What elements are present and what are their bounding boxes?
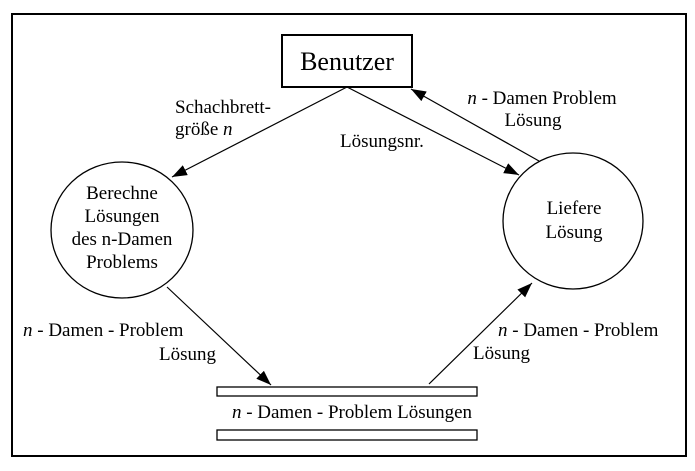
flow-read-solution-label-line1: n - Damen - Problem — [498, 320, 659, 341]
flow-board-size-label-line2: größe n — [175, 119, 233, 140]
process-deliver-label-line1: Liefere — [547, 198, 602, 219]
process-compute-label-line1: Berechne — [86, 183, 158, 204]
datastore-bottom-bar — [216, 429, 478, 441]
datastore-solutions: n - Damen - Problem Lösungen — [216, 386, 478, 441]
flow-write-solutions-label-rest: - Damen - Problem — [33, 320, 184, 341]
process-compute-label-line3: des n-Damen — [72, 229, 173, 250]
flow-solution-to-user-label-line2: Lösung — [505, 110, 563, 131]
diagram-border — [11, 13, 687, 457]
flow-solution-number: Lösungsnr. — [340, 86, 520, 176]
flow-board-size-line — [171, 86, 348, 178]
flow-read-solution-label-var: n — [498, 320, 508, 341]
process-compute-solutions: Berechne Lösungen des n-Damen Problems — [50, 161, 194, 299]
datastore-label: n - Damen - Problem Lösungen — [232, 402, 473, 423]
flow-read-solution: n - Damen - Problem Lösung — [428, 282, 659, 385]
flow-read-solution-label-rest: - Damen - Problem — [508, 320, 659, 341]
process-compute-solutions-circle — [50, 161, 194, 299]
process-deliver-label-line2: Lösung — [546, 222, 604, 243]
flow-solution-number-label: Lösungsnr. — [340, 131, 424, 152]
entity-user-box — [281, 34, 413, 88]
flow-board-size-label-var: n — [223, 119, 233, 140]
process-compute-label-line2: Lösungen — [85, 206, 160, 227]
process-deliver-solution-circle — [502, 152, 644, 290]
entity-user-label: Benutzer — [300, 47, 394, 76]
process-deliver-solution: Liefere Lösung — [502, 152, 644, 290]
flow-read-solution-line — [428, 282, 533, 385]
flow-read-solution-label-line2: Lösung — [473, 343, 531, 364]
datastore-top-bar — [216, 386, 478, 397]
flow-write-solutions-label-var: n — [23, 320, 33, 341]
flow-board-size-label-line1: Schachbrett- — [175, 97, 271, 118]
flow-solution-to-user-label-line1: n - Damen Problem — [467, 88, 617, 109]
datastore-label-rest: - Damen - Problem Lösungen — [241, 402, 472, 423]
flow-write-solutions: n - Damen - Problem Lösung — [23, 286, 272, 386]
flow-write-solutions-line — [166, 286, 272, 386]
flow-solution-to-user-label-var: n — [467, 88, 477, 109]
flow-board-size-label-prefix: größe — [175, 119, 223, 140]
flow-solution-to-user-line — [410, 88, 540, 162]
entity-user: Benutzer — [281, 34, 413, 88]
process-compute-label-line4: Problems — [86, 252, 158, 273]
flow-board-size: Schachbrett- größe n — [171, 86, 348, 178]
flow-solution-number-line — [346, 86, 520, 176]
datastore-label-var: n — [232, 402, 242, 423]
flow-solution-to-user-label-rest: - Damen Problem — [477, 88, 617, 109]
flow-solution-to-user: n - Damen Problem Lösung — [410, 88, 617, 162]
flow-write-solutions-label-line2: Lösung — [159, 344, 217, 365]
flow-write-solutions-label-line1: n - Damen - Problem — [23, 320, 184, 341]
